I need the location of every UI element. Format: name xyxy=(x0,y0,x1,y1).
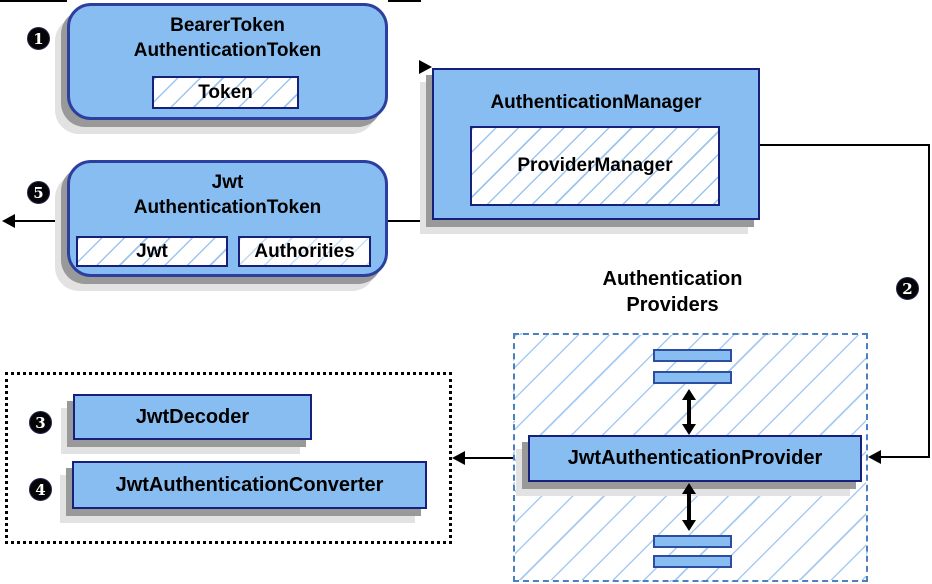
connector-step2-horizontal xyxy=(760,144,930,146)
connector-step5-outgoing xyxy=(15,220,67,222)
step-badge-4: 4 xyxy=(29,478,52,501)
decoder-converter-group-box xyxy=(5,372,452,544)
authorities-field-label: Authorities xyxy=(254,240,355,262)
connector-manager-to-jwt-token xyxy=(388,220,432,222)
double-arrow-top-down-icon xyxy=(682,424,696,435)
bearer-token-authentication-token-box: BearerToken AuthenticationToken Token xyxy=(67,3,388,120)
arrowhead-into-decoder-group-icon xyxy=(452,451,465,465)
authentication-manager-title: AuthenticationManager xyxy=(490,92,702,113)
bearer-token-title-line1: BearerToken xyxy=(170,15,285,36)
connector-step1-incoming xyxy=(0,0,67,2)
double-arrow-bottom-shaft xyxy=(687,492,691,521)
jwt-token-title-line1: Jwt xyxy=(211,172,244,193)
jwt-token-title-line2: AuthenticationToken xyxy=(133,197,322,218)
arrowhead-step5-left-icon xyxy=(2,214,15,228)
jwt-authentication-token-box: Jwt AuthenticationToken Jwt Authorities xyxy=(67,160,388,277)
authorities-field: Authorities xyxy=(238,236,371,267)
arrowhead-into-provider-icon xyxy=(868,450,881,464)
step-badge-3: 3 xyxy=(29,411,52,434)
provider-placeholder-bar xyxy=(653,555,732,568)
connector-step2-vertical xyxy=(928,144,930,458)
provider-manager-field: ProviderManager xyxy=(470,126,720,206)
double-arrow-top-up-icon xyxy=(682,389,696,400)
connector-step2-into-provider xyxy=(880,456,928,458)
step-badge-5: 5 xyxy=(27,181,50,204)
bearer-token-box-title: BearerToken AuthenticationToken xyxy=(70,13,385,63)
jwt-token-box-title: Jwt AuthenticationToken xyxy=(70,170,385,220)
jwt-authentication-converter-box: JwtAuthenticationConverter xyxy=(72,461,427,509)
provider-placeholder-bar xyxy=(653,371,732,384)
arrowhead-into-manager-icon xyxy=(419,60,432,74)
connector-bearer-to-manager xyxy=(388,0,421,2)
authentication-providers-label: Authentication Providers xyxy=(540,266,805,318)
bearer-token-title-line2: AuthenticationToken xyxy=(133,40,322,61)
double-arrow-top-shaft xyxy=(687,398,691,426)
step-badge-1: 1 xyxy=(27,27,50,50)
token-field: Token xyxy=(152,76,299,109)
step-badge-2: 2 xyxy=(896,277,919,300)
authentication-manager-box: AuthenticationManager ProviderManager xyxy=(432,68,760,220)
jwt-decoder-label: JwtDecoder xyxy=(135,405,250,428)
jwt-field-label: Jwt xyxy=(136,240,168,262)
jwt-decoder-box: JwtDecoder xyxy=(73,394,312,440)
provider-placeholder-bar xyxy=(653,535,732,548)
jwt-authentication-provider-box: JwtAuthenticationProvider xyxy=(528,435,862,482)
providers-label-line2: Providers xyxy=(626,294,719,316)
double-arrow-bottom-up-icon xyxy=(682,483,696,494)
jwt-authentication-provider-label: JwtAuthenticationProvider xyxy=(567,447,823,469)
jwt-authentication-converter-label: JwtAuthenticationConverter xyxy=(115,473,384,496)
provider-placeholder-bar xyxy=(653,349,732,362)
providers-label-line1: Authentication xyxy=(602,268,743,290)
provider-manager-label: ProviderManager xyxy=(517,155,673,176)
jwt-field: Jwt xyxy=(76,236,228,267)
double-arrow-bottom-down-icon xyxy=(682,520,696,531)
connector-provider-to-decoder-group xyxy=(464,457,528,459)
token-field-label: Token xyxy=(198,81,253,103)
